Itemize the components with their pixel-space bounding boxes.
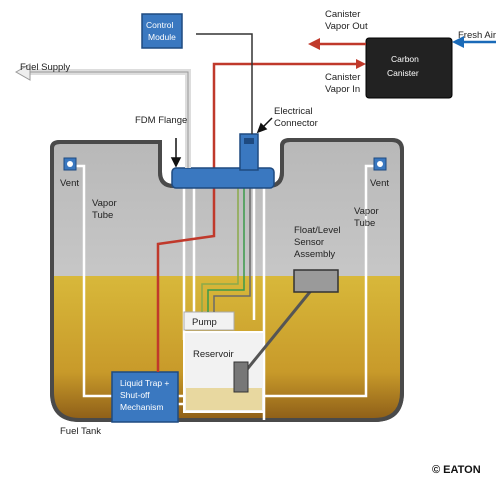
vapor-tube-left-line1: Vapor [92,198,117,209]
pump-wires [201,188,251,312]
canister-line2: Canister [387,68,419,78]
fdm-flange-label: FDM Flange [135,115,187,126]
vapor-out-arrow [308,38,366,50]
pointer-arrows [170,117,273,168]
vapor-tube-right-line2: Tube [354,218,375,229]
control-module-line1: Control [146,20,174,30]
vapor-tube-right-line1: Vapor [354,206,379,217]
reservoir: Reservoir [183,331,265,413]
control-module-line2: Module [148,32,176,42]
liquid-trap-box: Liquid Trap + Shut-off Mechanism [111,371,179,423]
fuel-supply-line [14,63,191,168]
float-sensor-line1: Float/Level [294,225,340,236]
fuel-tank-label: Fuel Tank [60,426,101,437]
fresh-air-arrow [452,36,496,48]
fuel-supply-label: Fuel Supply [20,62,70,73]
float-sensor-line2: Sensor [294,237,324,248]
electrical-connector [239,133,259,171]
reservoir-label: Reservoir [193,349,234,360]
canister-line1: Carbon [391,54,419,64]
vapor-in-arrowhead [356,59,366,69]
fresh-air-label: Fresh Air [458,30,496,41]
vapor-tube-left-line2: Tube [92,210,113,221]
electrical-connector-line2: Connector [274,118,318,129]
liquid-trap-line1: Liquid Trap + [120,378,169,388]
vent-left-icon [63,157,77,171]
vapor-in-line1: Canister [325,72,360,83]
vapor-line-red [156,62,358,372]
fdm-flange [171,167,275,189]
vent-left-label: Vent [60,178,79,189]
control-module: Control Module [141,13,183,49]
vapor-out-line1: Canister [325,9,360,20]
vapor-out-line2: Vapor Out [325,21,368,32]
liquid-trap-line3: Mechanism [120,402,163,412]
vapor-in-line2: Vapor In [325,84,360,95]
vent-right-label: Vent [370,178,389,189]
liquid-trap-line2: Shut-off [120,390,150,400]
float-sensor-assembly [233,269,339,393]
carbon-canister: Carbon Canister [365,37,453,99]
pump: Pump [183,311,235,331]
vent-right-icon [373,157,387,171]
copyright-label: © EATON [432,464,481,476]
pump-label: Pump [192,317,217,328]
control-wire [196,33,253,134]
electrical-connector-line1: Electrical [274,106,313,117]
float-sensor-line3: Assembly [294,249,335,260]
